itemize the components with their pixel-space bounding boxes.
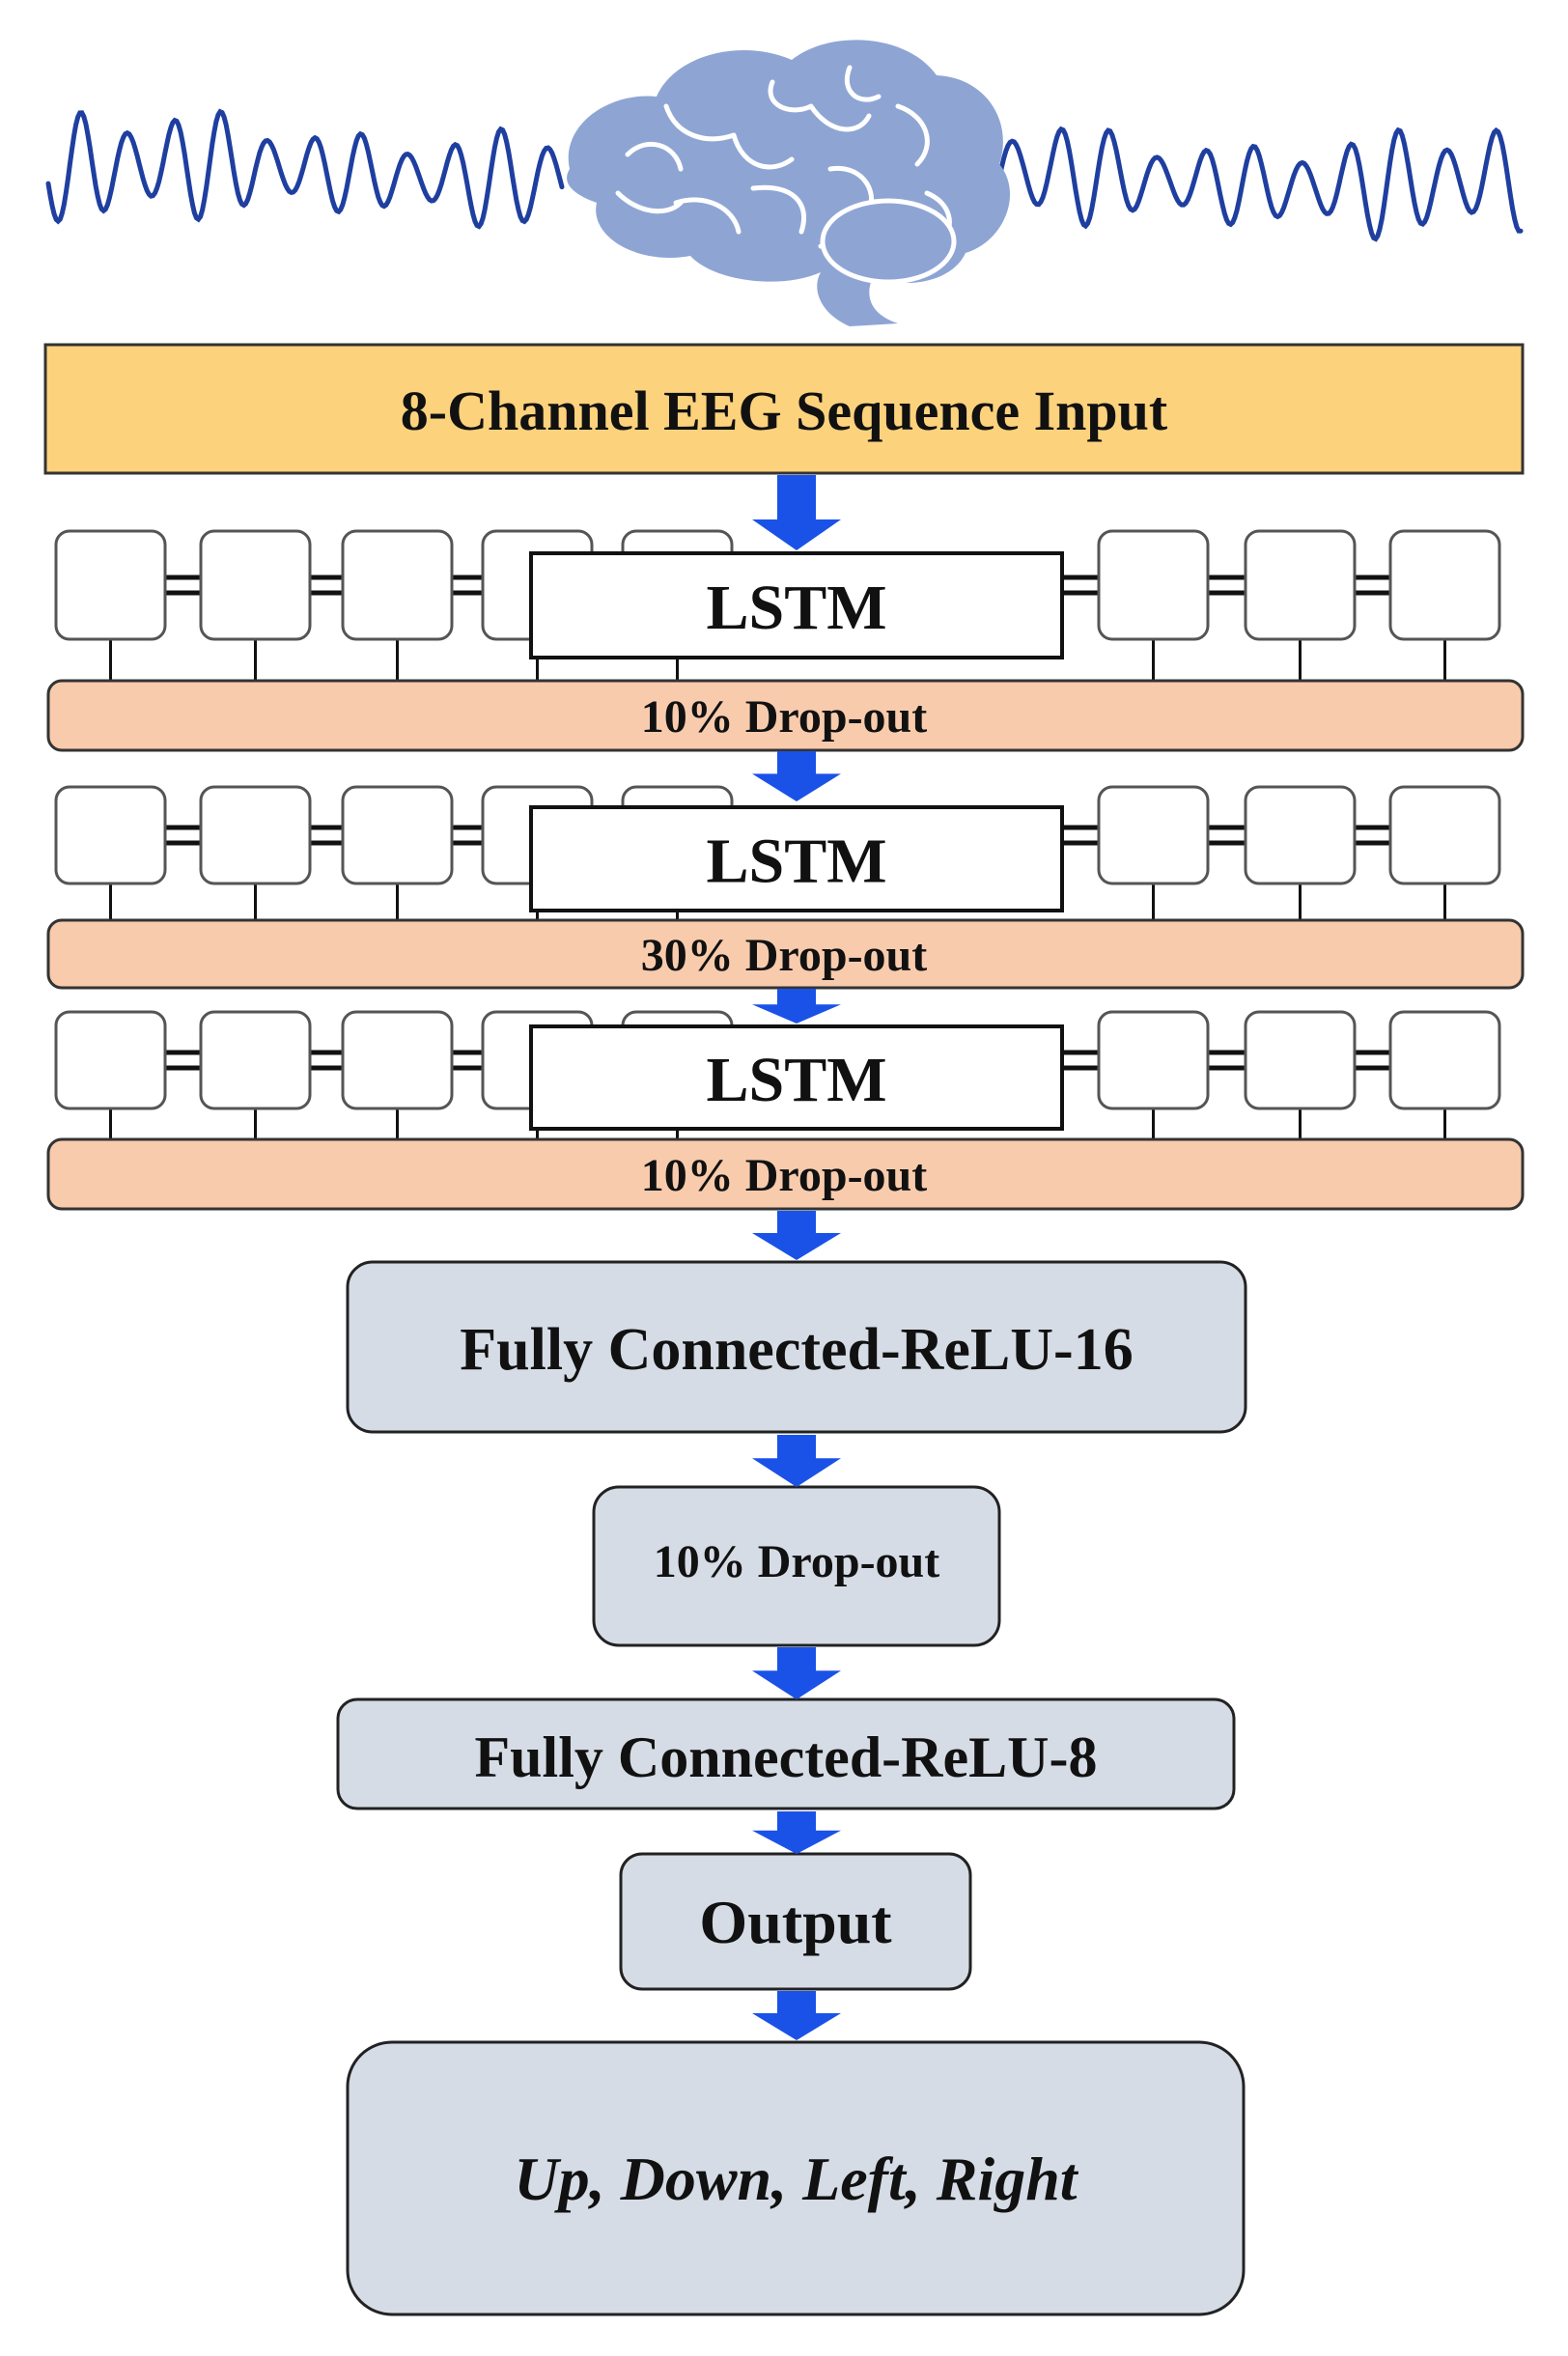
- arrow-down-icon: [752, 475, 841, 550]
- dropout-bar: [46, 918, 1525, 990]
- lstm-cell: [54, 529, 167, 641]
- output-label: Output: [699, 1888, 892, 1956]
- output-layer: Output: [619, 1852, 972, 1991]
- flow-arrows: [752, 475, 841, 2040]
- lstm-cell: [341, 1010, 454, 1110]
- dropout-mid-layer: 10% Drop-out: [592, 1485, 1001, 1647]
- arrow-down-icon: [752, 1435, 841, 1487]
- arrow-down-icon: [752, 989, 841, 1024]
- dropout-mid-label: 10% Drop-out: [654, 1536, 939, 1587]
- lstm-label: LSTM: [706, 573, 886, 643]
- eeg-wave-right-icon: [987, 126, 1524, 242]
- lstm-cell: [341, 529, 454, 641]
- input-layer: 8-Channel EEG Sequence Input: [43, 343, 1525, 475]
- lstm-cell: [1244, 785, 1357, 885]
- dropout-label: 10% Drop-out: [641, 1150, 927, 1201]
- lstm-cell: [1244, 1010, 1357, 1110]
- input-layer-label: 8-Channel EEG Sequence Input: [401, 379, 1168, 442]
- lstm-cell: [54, 785, 167, 885]
- arrow-down-icon: [752, 1811, 841, 1854]
- lstm-block-2: LSTM 30% Drop-out: [46, 785, 1525, 990]
- lstm-cell: [341, 785, 454, 885]
- dropout-label: 10% Drop-out: [641, 691, 927, 743]
- lstm-label-box: [529, 551, 1064, 659]
- fc16-label: Fully Connected-ReLU-16: [460, 1317, 1133, 1383]
- lstm-cell: [1097, 1010, 1210, 1110]
- lstm-label-box: [529, 805, 1064, 912]
- lstm-cell: [1244, 529, 1357, 641]
- dropout-bar: [46, 679, 1525, 752]
- lstm-label: LSTM: [706, 827, 886, 897]
- arrow-down-icon: [752, 1647, 841, 1699]
- fc8-label: Fully Connected-ReLU-8: [475, 1725, 1098, 1789]
- dropout-bar: [46, 1137, 1525, 1211]
- fc16-layer: Fully Connected-ReLU-16: [346, 1260, 1247, 1434]
- arrow-down-icon: [752, 1211, 841, 1260]
- lstm-label: LSTM: [706, 1045, 886, 1115]
- classes-label: Up, Down, Left, Right: [514, 2145, 1078, 2213]
- lstm-block-1: LSTM 10% Drop-out: [46, 529, 1525, 752]
- lstm-cell: [199, 785, 312, 885]
- lstm-cell: [199, 529, 312, 641]
- eeg-header: [45, 40, 1524, 327]
- eeg-wave-left-icon: [45, 108, 565, 230]
- brain-icon: [567, 40, 1011, 327]
- lstm-cell: [1388, 529, 1501, 641]
- classes-box: Up, Down, Left, Right: [346, 2040, 1246, 2316]
- arrow-down-icon: [752, 751, 841, 801]
- lstm-cell: [1388, 785, 1501, 885]
- lstm-cell: [1388, 1010, 1501, 1110]
- lstm-cell: [54, 1010, 167, 1110]
- lstm-label-box: [529, 1024, 1064, 1131]
- dropout-label: 30% Drop-out: [641, 930, 927, 981]
- lstm-cell: [199, 1010, 312, 1110]
- lstm-cell: [1097, 785, 1210, 885]
- fc8-layer: Fully Connected-ReLU-8: [336, 1697, 1236, 1810]
- arrow-down-icon: [752, 1991, 841, 2040]
- lstm-cell: [1097, 529, 1210, 641]
- lstm-block-3: LSTM 10% Drop-out: [46, 1010, 1525, 1211]
